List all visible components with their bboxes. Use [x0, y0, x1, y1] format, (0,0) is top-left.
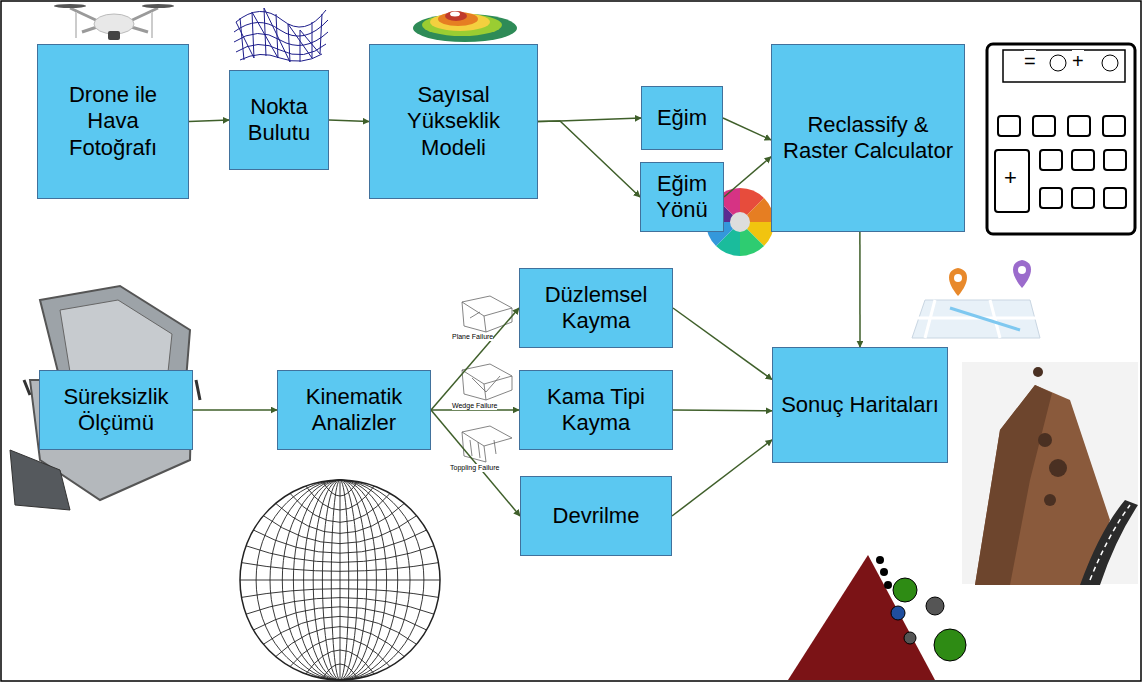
drone-icon: [54, 4, 174, 40]
flow-arrow: [723, 118, 771, 140]
failure-caption: Toppling Failure: [450, 464, 499, 472]
result-box: Kama Tipi Kayma: [519, 370, 673, 450]
rockfall-illustration: [962, 362, 1138, 585]
mesh-icon: [234, 8, 328, 62]
box-label: Süreksizlik Ölçümü: [46, 384, 186, 437]
box-label: Reclassify & Raster Calculator: [778, 112, 958, 165]
result-box: Düzlemsel Kayma: [519, 268, 673, 348]
box-label: Eğim Yönü: [647, 171, 717, 224]
box-label: Kinematik Analizler: [284, 384, 424, 437]
flow-arrow: [431, 410, 520, 516]
stereonet: [240, 480, 440, 680]
rockfall-triangle: [788, 555, 966, 680]
flow-arrow: [329, 120, 369, 122]
dem-icon: [413, 11, 517, 42]
compass-icon: [10, 286, 200, 510]
box-label: Devrilme: [553, 503, 640, 529]
box-label: Kama Tipi Kayma: [526, 384, 666, 437]
process-box: Eğim: [641, 86, 723, 150]
process-box: Kinematik Analizler: [277, 370, 431, 450]
flow-arrow: [189, 120, 229, 122]
failure-caption: Wedge Failure: [452, 402, 497, 410]
process-box: Drone ile Hava Fotoğrafı: [37, 44, 189, 199]
map-icon: [912, 260, 1040, 338]
failure-sketches: [462, 296, 512, 462]
process-box: Nokta Bulutu: [229, 70, 329, 170]
result-box: Devrilme: [520, 476, 672, 556]
process-box: Sayısal Yükseklik Modeli: [369, 44, 538, 199]
box-label: Sayısal Yükseklik Modeli: [376, 82, 531, 161]
process-box: Eğim Yönü: [640, 162, 724, 232]
display-symbol: +: [1072, 50, 1084, 72]
box-label: Eğim: [657, 105, 707, 131]
flow-arrow: [193, 409, 277, 411]
box-label: Nokta Bulutu: [236, 94, 322, 147]
flow-arrow: [431, 308, 519, 410]
output-box: Sonuç Haritaları: [772, 347, 948, 463]
box-label: Drone ile Hava Fotoğrafı: [44, 82, 182, 161]
flow-arrow: [538, 121, 640, 197]
flow-arrow: [859, 232, 861, 347]
calculator-icon: [987, 44, 1135, 234]
flow-arrow: [672, 440, 772, 516]
flow-arrow: [724, 157, 771, 197]
process-box: Süreksizlik Ölçümü: [39, 370, 193, 450]
flow-arrow: [673, 409, 772, 411]
box-label: Sonuç Haritaları: [781, 392, 939, 418]
process-box: Reclassify & Raster Calculator: [771, 44, 965, 232]
failure-caption: Plane Failure: [452, 333, 493, 341]
flow-arrow: [673, 308, 772, 380]
key-symbol: +: [1004, 166, 1017, 190]
box-label: Düzlemsel Kayma: [526, 282, 666, 335]
display-symbol: =: [1024, 50, 1036, 72]
